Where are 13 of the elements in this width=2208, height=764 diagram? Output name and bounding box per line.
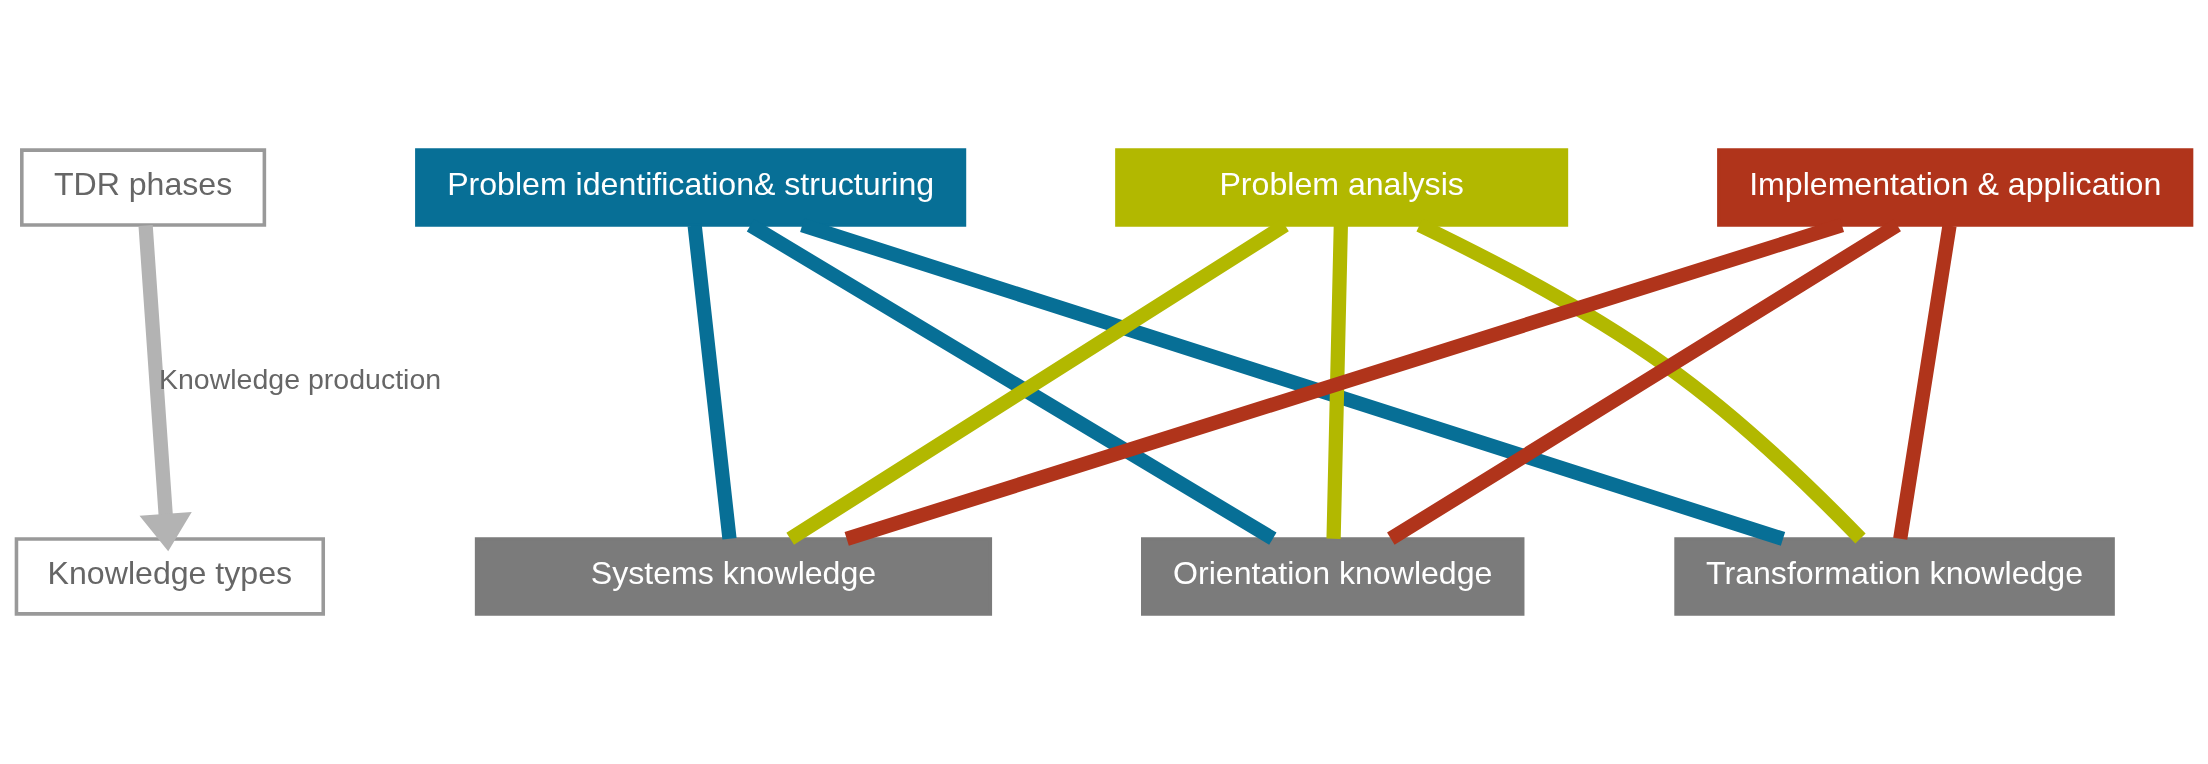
node-box: Problem analysis	[1115, 148, 1569, 227]
node-box: TDR phases	[20, 148, 267, 227]
node-box: Problem identification& structuring	[415, 148, 967, 227]
connector	[1326, 225, 1348, 539]
node-box: Knowledge types	[14, 537, 326, 616]
node-box: Systems knowledge	[474, 537, 993, 616]
arrow	[138, 225, 192, 552]
node-box: Implementation & application	[1717, 148, 2194, 227]
node-box: Transformation knowledge	[1674, 537, 2115, 616]
connector	[687, 224, 737, 540]
connector	[1893, 224, 1957, 540]
node-box: Orientation knowledge	[1141, 537, 1525, 616]
edge-label: Knowledge production	[158, 362, 442, 395]
